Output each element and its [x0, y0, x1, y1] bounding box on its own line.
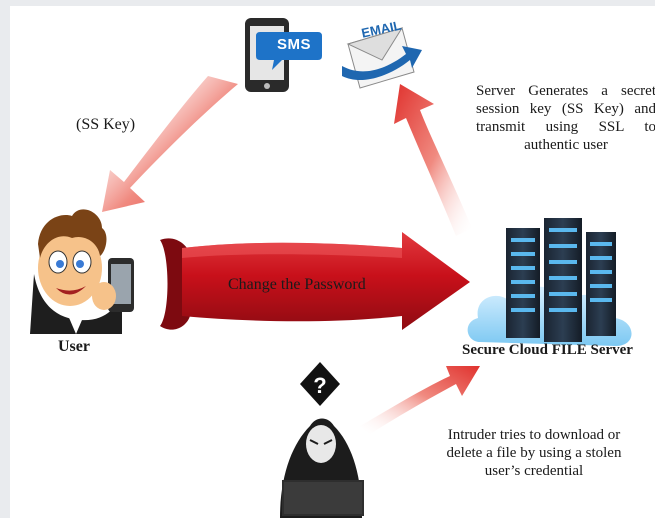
server-to-email-arrow — [394, 84, 472, 236]
email-envelope-icon — [342, 27, 422, 89]
diagram-canvas: SMS EMAIL ? (SS Key) Server Generates a … — [10, 6, 655, 518]
server-label: Secure Cloud FILE Server — [462, 342, 633, 358]
intruder-note: Intruder tries to download or delete a f… — [446, 427, 622, 479]
user-label: User — [58, 338, 90, 355]
user-with-phone-icon — [30, 209, 134, 334]
server-generates-note: Server Generates a secret session key (S… — [476, 83, 655, 153]
cloud-server-icon — [467, 218, 632, 346]
question-diamond-icon — [300, 362, 340, 406]
intruder-arrow — [360, 366, 480, 434]
question-mark-text: ? — [313, 373, 327, 398]
hacker-icon — [280, 418, 364, 518]
diagram-graphics — [30, 18, 632, 518]
ss-key-label: (SS Key) — [76, 116, 136, 133]
sms-bubble-text: SMS — [276, 36, 311, 53]
change-password-label: Change the Password — [228, 276, 366, 293]
ss-key-arrow — [102, 76, 238, 212]
mobile-sms-icon — [245, 18, 322, 92]
change-password-arrow — [160, 232, 470, 330]
